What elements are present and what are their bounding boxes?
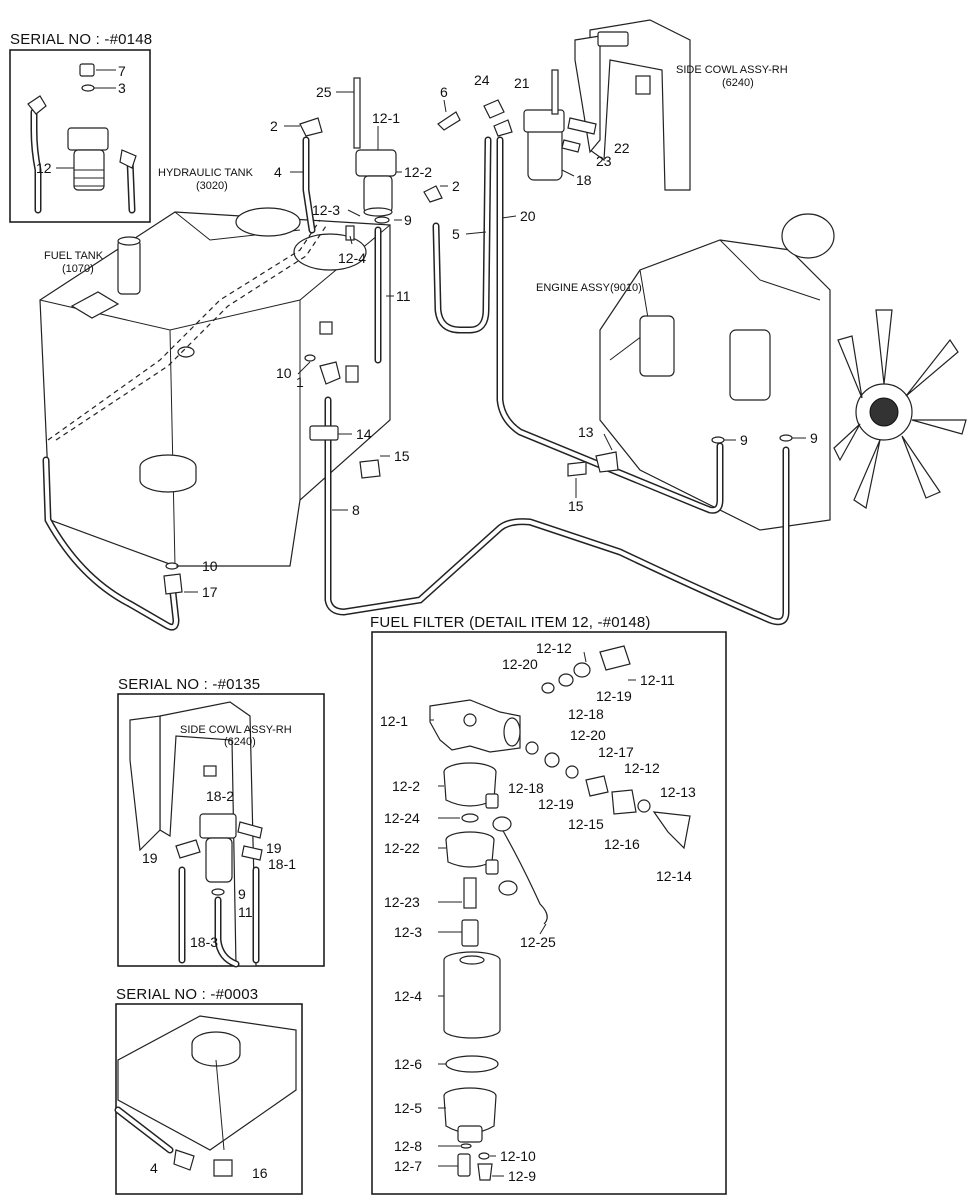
detail-12-16: 12-16 [604, 836, 640, 852]
detail-12-24: 12-24 [384, 810, 420, 826]
callout-12-3: 12-3 [312, 202, 340, 218]
callout-4: 4 [274, 164, 282, 180]
detail-12-9: 12-9 [508, 1168, 536, 1184]
detail-12-20-top: 12-20 [502, 656, 538, 672]
callout-10-bottom: 10 [202, 558, 218, 574]
hydraulic-tank-label: HYDRAULIC TANK [158, 167, 254, 179]
inset-title-0135: SERIAL NO : -#0135 [118, 676, 260, 693]
inset-fuel-filter-detail: FUEL FILTER (DETAIL ITEM 12, -#0148) [370, 614, 727, 1195]
detail-12-18-top: 12-18 [568, 706, 604, 722]
callout-14: 14 [356, 426, 372, 442]
callout-23: 23 [596, 153, 612, 169]
callout-18: 18 [576, 172, 592, 188]
callout-24: 24 [474, 72, 490, 88]
engine-label: ENGINE ASSY(9010) [536, 282, 642, 294]
detail-12-17: 12-17 [598, 744, 634, 760]
inset-side-cowl-code: (6240) [224, 736, 256, 748]
detail-title: FUEL FILTER (DETAIL ITEM 12, -#0148) [370, 614, 651, 631]
callout-15-left: 15 [394, 448, 410, 464]
callout-9-top: 9 [404, 212, 412, 228]
detail-12-4: 12-4 [394, 988, 422, 1004]
callout-25: 25 [316, 84, 332, 100]
fuel-tank-label: FUEL TANK [44, 250, 104, 262]
detail-12-18-mid: 12-18 [508, 780, 544, 796]
detail-12-8: 12-8 [394, 1138, 422, 1154]
callout-3: 3 [118, 80, 126, 96]
callout-22: 22 [614, 140, 630, 156]
callout-1: 1 [296, 374, 304, 390]
inset-side-cowl-label: SIDE COWL ASSY-RH [180, 724, 292, 736]
detail-12-12-top: 12-12 [536, 640, 572, 656]
callout-18-2: 18-2 [206, 788, 234, 804]
callout-6: 6 [440, 84, 448, 100]
fuel-tank-code: (1070) [62, 263, 94, 275]
callout-12-1: 12-1 [372, 110, 400, 126]
detail-12-12-mid: 12-12 [624, 760, 660, 776]
detail-12-11: 12-11 [640, 672, 675, 688]
detail-12-2: 12-2 [392, 778, 420, 794]
detail-12-20-mid: 12-20 [570, 727, 606, 743]
callout-12-4: 12-4 [338, 250, 366, 266]
callout-11: 11 [396, 288, 411, 304]
inset-serial-0003: SERIAL NO : -#0003 4 16 [114, 986, 303, 1195]
callout-11-inset: 11 [238, 904, 253, 920]
callout-5: 5 [452, 226, 460, 242]
side-cowl-code: (6240) [722, 77, 754, 89]
callout-17: 17 [202, 584, 218, 600]
detail-12-3: 12-3 [394, 924, 422, 940]
callout-18-1: 18-1 [268, 856, 296, 872]
side-cowl-label: SIDE COWL ASSY-RH [676, 64, 788, 76]
hydraulic-tank-code: (3020) [196, 180, 228, 192]
callout-18-3: 18-3 [190, 934, 218, 950]
detail-12-19-mid: 12-19 [538, 796, 574, 812]
callout-2-left: 2 [270, 118, 278, 134]
callout-20: 20 [520, 208, 536, 224]
detail-12-25: 12-25 [520, 934, 556, 950]
inset-title-0148: SERIAL NO : -#0148 [10, 31, 152, 48]
callout-12-2: 12-2 [404, 164, 432, 180]
callout-13: 13 [578, 424, 594, 440]
inset-title-0003: SERIAL NO : -#0003 [116, 986, 258, 1003]
callout-16: 16 [252, 1165, 268, 1181]
detail-12-22: 12-22 [384, 840, 420, 856]
callout-9-inset: 9 [238, 886, 246, 902]
callout-12: 12 [36, 160, 52, 176]
detail-12-1: 12-1 [380, 713, 408, 729]
main-assembly: SIDE COWL ASSY-RH (6240) HYDRAULIC TANK … [39, 19, 967, 631]
detail-12-14: 12-14 [656, 868, 692, 884]
inset-serial-0135: SERIAL NO : -#0135 18-2 19 19 18-1 9 11 … [117, 676, 325, 968]
detail-12-5: 12-5 [394, 1100, 422, 1116]
callout-7: 7 [118, 63, 126, 79]
callout-15-right: 15 [568, 498, 584, 514]
detail-12-15: 12-15 [568, 816, 604, 832]
callout-9-engine-left: 9 [740, 432, 748, 448]
callout-4-inset: 4 [150, 1160, 158, 1176]
callout-10-top: 10 [276, 365, 292, 381]
detail-12-23: 12-23 [384, 894, 420, 910]
callout-9-engine-right: 9 [810, 430, 818, 446]
inset-serial-0148: SERIAL NO : -#0148 7 3 12 [9, 31, 152, 223]
callout-8: 8 [352, 502, 360, 518]
callout-2-right: 2 [452, 178, 460, 194]
detail-12-6: 12-6 [394, 1056, 422, 1072]
callout-19-left: 19 [142, 850, 158, 866]
detail-12-19-top: 12-19 [596, 688, 632, 704]
callout-19-right: 19 [266, 840, 282, 856]
detail-12-10: 12-10 [500, 1148, 536, 1164]
callout-21: 21 [514, 75, 530, 91]
detail-12-13: 12-13 [660, 784, 696, 800]
detail-12-7: 12-7 [394, 1158, 422, 1174]
